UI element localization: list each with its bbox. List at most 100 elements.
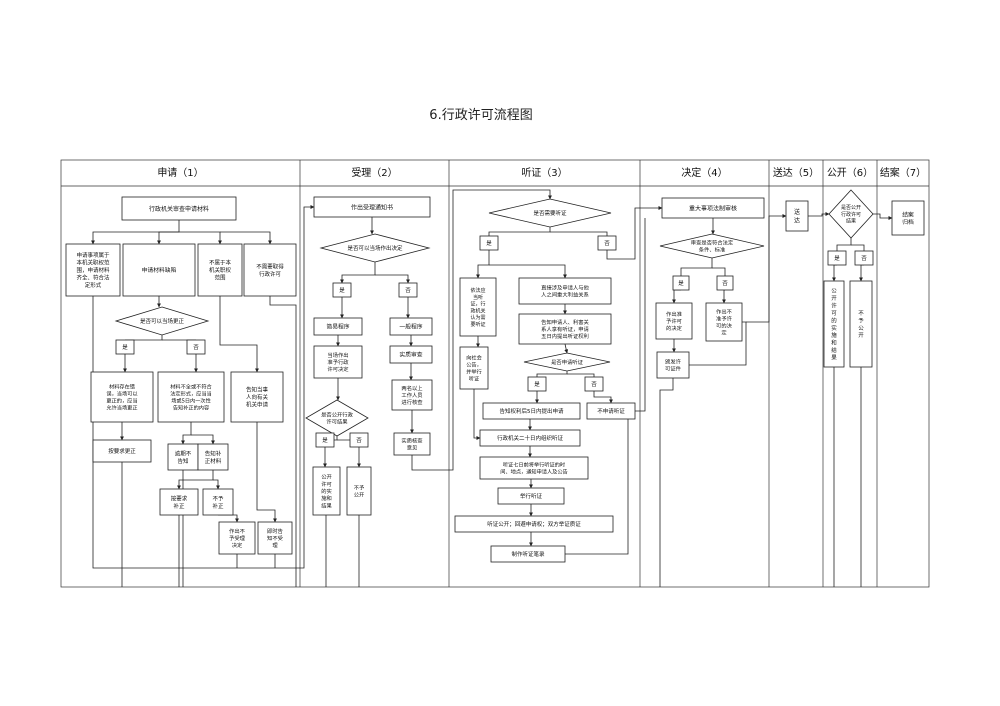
- node-label: 是: [678, 280, 684, 287]
- flow-node-n30: 一般程序: [389, 317, 433, 336]
- node-label: 即时告: [267, 527, 283, 535]
- node-label: 本机关职权范: [76, 259, 110, 267]
- node-label: 行政许可: [841, 211, 861, 218]
- node-label: 公告，: [466, 360, 482, 368]
- flow-node-n40: 是否申请听证: [523, 352, 611, 372]
- node-label: 要听证: [470, 321, 485, 328]
- process-box: [121, 196, 237, 221]
- process-box: [661, 197, 765, 219]
- node-label: 机关职权: [209, 266, 232, 274]
- node-label: 是否公开: [841, 205, 861, 211]
- swimlane-frame: [60, 159, 930, 588]
- process-box: [197, 443, 229, 471]
- connector: [606, 206, 663, 260]
- node-label: 更正的，应当: [106, 396, 137, 404]
- node-label: 许可: [321, 480, 332, 488]
- process-box: [454, 515, 614, 533]
- process-box: [92, 439, 152, 463]
- node-label: 否: [861, 255, 867, 262]
- connector: [181, 422, 192, 445]
- connector: [489, 264, 567, 279]
- node-label: 可证件: [665, 365, 682, 373]
- node-label: 施: [831, 331, 837, 339]
- process-box: [479, 456, 589, 480]
- connector: [220, 231, 272, 245]
- connector: [832, 264, 837, 282]
- column-header: 决定（4）: [681, 166, 727, 179]
- node-label: 否: [591, 381, 597, 388]
- node-label: 告知: [177, 457, 188, 465]
- column-header: 公开（6）: [827, 167, 873, 179]
- process-box: [313, 317, 363, 336]
- node-label: 归档: [902, 218, 914, 226]
- connector: [712, 267, 726, 276]
- process-box: [586, 402, 636, 420]
- process-box: [186, 339, 206, 355]
- connector: [411, 455, 449, 471]
- node-label: 施和: [321, 494, 332, 502]
- process-box: [823, 280, 845, 368]
- connector: [873, 213, 893, 220]
- node-label: 制作听证笔录: [511, 550, 545, 558]
- connector: [256, 422, 277, 523]
- connector: [179, 231, 222, 245]
- process-box: [218, 521, 256, 555]
- flow-node-n20: 是否可以当场作出决定: [319, 233, 431, 263]
- node-label: 否: [604, 240, 610, 247]
- node-label: 正材料: [205, 457, 222, 465]
- process-box: [597, 235, 617, 251]
- node-label: 系人享有听证，申请: [541, 325, 589, 333]
- connector: [449, 189, 552, 471]
- process-box: [518, 277, 612, 305]
- connector: [213, 479, 220, 490]
- connector: [157, 231, 179, 245]
- node-label: 准予许: [716, 314, 733, 322]
- connector: [859, 264, 864, 282]
- connector: [672, 289, 681, 304]
- node-label: 告知补正的内容: [173, 403, 209, 411]
- node-label: 是否公开行政: [321, 410, 353, 418]
- node-label: 依法应: [470, 287, 485, 294]
- flow-node-n26: 是: [315, 432, 335, 448]
- node-label: 告知补: [205, 449, 222, 457]
- connector: [219, 296, 259, 373]
- node-label: 达: [794, 216, 800, 224]
- node-label: 听证: [469, 374, 479, 382]
- node-label: 按要求更正: [108, 447, 136, 455]
- process-box: [785, 200, 809, 232]
- flow-node-n22: 否: [398, 282, 418, 298]
- flow-node-n44: 告知权利后5日内提出申请: [482, 402, 581, 420]
- node-label: 的: [831, 316, 837, 324]
- connector: [567, 373, 595, 377]
- process-box: [159, 488, 199, 516]
- process-box: [122, 243, 196, 297]
- process-box: [490, 545, 566, 563]
- node-label: 一般程序: [399, 323, 422, 331]
- decision-diamond: [828, 189, 874, 239]
- connector: [91, 220, 180, 245]
- decision-diamond: [305, 399, 369, 437]
- flow-node-n08: 否: [186, 339, 206, 355]
- connector: [218, 514, 239, 523]
- column-header: 申请（1）: [157, 166, 203, 179]
- process-box: [312, 466, 341, 516]
- node-label: 和: [831, 339, 837, 347]
- process-box: [527, 376, 547, 392]
- node-label: 是: [339, 287, 345, 294]
- node-label: 否: [722, 280, 728, 287]
- decision-diamond: [319, 233, 431, 263]
- process-box: [849, 280, 873, 368]
- node-label: 结果: [321, 501, 332, 509]
- node-label: 围，申请材料: [76, 266, 110, 274]
- node-label: 开: [858, 332, 864, 339]
- flow-node-n27: 否: [349, 432, 369, 448]
